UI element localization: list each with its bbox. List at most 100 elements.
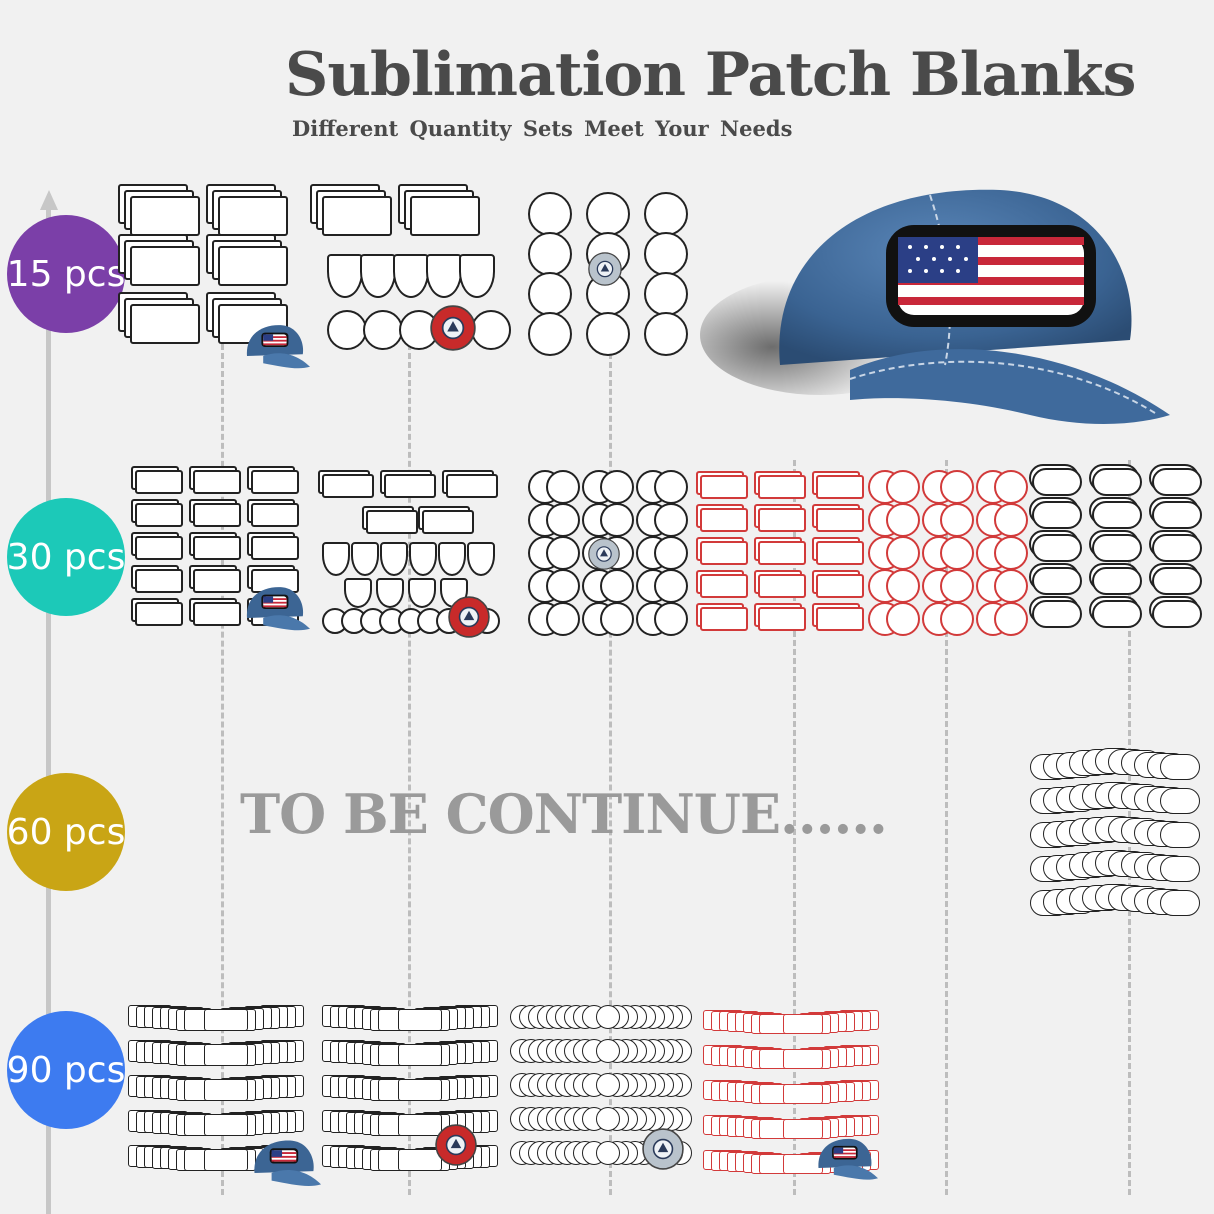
shield-patch — [409, 542, 437, 576]
blank-patch — [783, 1049, 823, 1070]
round-patch — [940, 536, 974, 570]
round-patch — [654, 503, 688, 537]
round-patch — [596, 1073, 620, 1097]
guide-line — [408, 335, 411, 1195]
blank-patch — [135, 602, 183, 626]
blank-patch — [322, 196, 392, 236]
blank-patch — [193, 503, 241, 527]
blank-patch — [193, 569, 241, 593]
round-patch — [654, 602, 688, 636]
blank-patch — [783, 1084, 823, 1105]
denim-cap-with-flag-patch-icon — [254, 1140, 321, 1186]
round-patch — [546, 602, 580, 636]
silver-round-patch-icon — [588, 252, 622, 286]
shield-patch — [327, 254, 363, 298]
round-patch — [528, 312, 572, 356]
round-patch — [940, 602, 974, 636]
blank-patch — [1092, 600, 1142, 628]
blank-patch — [398, 1149, 442, 1172]
round-patch — [994, 503, 1028, 537]
blank-patch — [135, 536, 183, 560]
blank-patch — [410, 196, 480, 236]
axis-arrow-icon — [40, 190, 58, 210]
blank-patch — [398, 1009, 442, 1032]
shield-patch — [376, 578, 404, 608]
guide-line — [609, 335, 612, 1195]
round-patch — [600, 470, 634, 504]
round-patch — [363, 310, 403, 350]
round-patch — [528, 232, 572, 276]
blank-patch — [398, 1044, 442, 1067]
blank-patch — [758, 574, 806, 598]
denim-cap-hero-icon — [700, 189, 1170, 424]
blank-patch — [816, 607, 864, 631]
patch-set — [1030, 748, 1208, 916]
continue-notice: TO BE CONTINUE...... — [240, 782, 888, 846]
blank-patch — [1160, 754, 1200, 780]
round-patch — [644, 312, 688, 356]
round-patch — [940, 470, 974, 504]
tier-badge-90: 90 pcs — [7, 1011, 125, 1129]
blank-patch — [251, 536, 299, 560]
blank-patch — [1152, 567, 1202, 595]
shield-patch — [360, 254, 396, 298]
blank-patch — [816, 475, 864, 499]
blank-patch — [700, 607, 748, 631]
guide-line — [221, 335, 224, 1195]
blank-patch — [1160, 890, 1200, 916]
blank-patch — [758, 508, 806, 532]
blank-patch — [1160, 822, 1200, 848]
round-patch — [546, 503, 580, 537]
page-title: Sublimation Patch Blanks — [285, 40, 1136, 110]
blank-patch — [1152, 501, 1202, 529]
blank-patch — [816, 541, 864, 565]
round-patch — [596, 1039, 620, 1063]
blank-patch — [1092, 468, 1142, 496]
shield-patch — [344, 578, 372, 608]
patch-set — [318, 470, 500, 635]
denim-cap-with-flag-patch-icon — [246, 587, 310, 631]
round-patch — [528, 192, 572, 236]
blank-patch — [218, 196, 288, 236]
round-patch — [654, 569, 688, 603]
blank-patch — [1032, 534, 1082, 562]
blank-patch — [130, 304, 200, 344]
blank-patch — [130, 246, 200, 286]
blank-patch — [1160, 856, 1200, 882]
round-patch — [546, 470, 580, 504]
blank-patch — [1152, 468, 1202, 496]
blank-patch — [422, 510, 474, 534]
blank-patch — [758, 541, 806, 565]
blank-patch — [1152, 600, 1202, 628]
patch-set — [528, 192, 698, 360]
red-round-patch-icon — [430, 305, 476, 351]
round-patch — [644, 232, 688, 276]
blank-patch — [218, 246, 288, 286]
blank-patch — [1092, 567, 1142, 595]
blank-patch — [322, 474, 374, 498]
blank-patch — [193, 470, 241, 494]
round-patch — [586, 192, 630, 236]
shield-patch — [380, 542, 408, 576]
round-patch — [600, 569, 634, 603]
blank-patch — [700, 475, 748, 499]
round-patch — [471, 310, 511, 350]
tier-label: 90 pcs — [6, 1049, 126, 1091]
round-patch — [994, 536, 1028, 570]
round-patch — [886, 602, 920, 636]
blank-patch — [135, 470, 183, 494]
blank-patch — [135, 569, 183, 593]
shield-patch — [322, 542, 350, 576]
blank-patch — [758, 475, 806, 499]
tier-label: 60 pcs — [6, 811, 126, 853]
silver-round-patch-icon — [588, 538, 620, 570]
patch-set — [703, 1010, 885, 1178]
blank-patch — [204, 1149, 248, 1172]
shield-patch — [438, 542, 466, 576]
tier-label: 30 pcs — [6, 536, 126, 578]
round-patch — [994, 569, 1028, 603]
blank-patch — [130, 196, 200, 236]
tier-badge-15: 15 pcs — [7, 215, 125, 333]
blank-patch — [783, 1119, 823, 1140]
round-patch — [886, 503, 920, 537]
